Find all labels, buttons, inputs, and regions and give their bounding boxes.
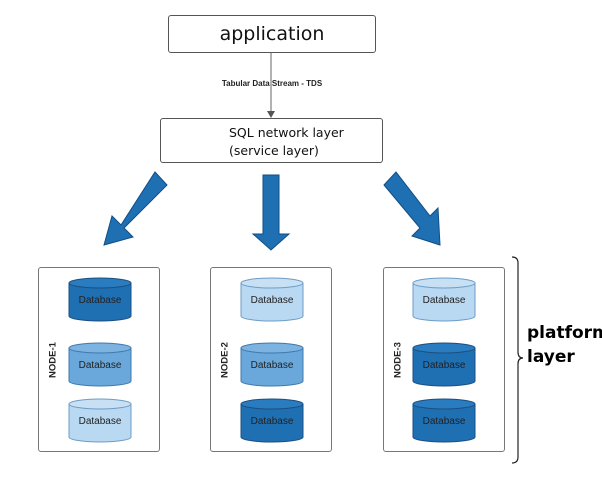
node-2-label: NODE-2 xyxy=(219,342,231,378)
database-cylinder: Database xyxy=(68,398,132,443)
database-cylinder-shape xyxy=(240,398,304,443)
database-label: Database xyxy=(78,360,122,371)
database-top xyxy=(68,342,132,354)
database-body xyxy=(240,404,304,443)
arrow-to-node-3 xyxy=(383,171,441,246)
sql-network-layer-box: SQL network layer (service layer) xyxy=(160,118,383,163)
database-cylinder-shape xyxy=(240,277,304,322)
database-cylinder: Database xyxy=(68,342,132,387)
node-2-box: NODE-2 Database Database Database xyxy=(210,267,332,452)
database-label: Database xyxy=(422,416,466,427)
platform-label-line2: layer xyxy=(527,347,575,367)
database-label: Database xyxy=(250,360,294,371)
node-3-label: NODE-3 xyxy=(392,342,404,378)
database-top xyxy=(68,398,132,410)
database-cylinder: Database xyxy=(68,277,132,322)
database-body xyxy=(412,404,476,443)
database-cylinder-shape xyxy=(412,277,476,322)
database-top xyxy=(240,342,304,354)
database-body xyxy=(412,348,476,387)
database-cylinder-shape xyxy=(412,342,476,387)
database-cylinder-shape xyxy=(68,277,132,322)
platform-layer-label: platform layer xyxy=(527,321,602,369)
database-cylinder-shape xyxy=(68,342,132,387)
database-label: Database xyxy=(78,295,122,306)
database-top xyxy=(240,277,304,289)
sql-layer-subtitle: (service layer) xyxy=(229,143,319,158)
database-label: Database xyxy=(250,295,294,306)
database-cylinder: Database xyxy=(240,342,304,387)
database-cylinder-shape xyxy=(240,342,304,387)
database-cylinder: Database xyxy=(240,277,304,322)
database-top xyxy=(412,342,476,354)
platform-label-line1: platform xyxy=(527,323,602,343)
database-body xyxy=(68,283,132,322)
node-1-label: NODE-1 xyxy=(47,342,59,378)
database-top xyxy=(412,277,476,289)
database-cylinder: Database xyxy=(412,342,476,387)
database-body xyxy=(68,348,132,387)
database-label: Database xyxy=(250,416,294,427)
database-cylinder: Database xyxy=(412,398,476,443)
application-label: application xyxy=(219,23,325,45)
database-label: Database xyxy=(422,295,466,306)
database-top xyxy=(412,398,476,410)
arrow-to-node-1 xyxy=(103,171,168,246)
database-body xyxy=(240,348,304,387)
application-box: application xyxy=(168,15,376,53)
platform-layer-bracket xyxy=(511,256,524,464)
node-1-box: NODE-1 Database Database Database xyxy=(38,267,160,452)
tds-connector-arrowhead xyxy=(267,111,275,118)
database-body xyxy=(412,283,476,322)
tds-protocol-label: Tabular Data Stream - TDS xyxy=(221,79,323,88)
database-label: Database xyxy=(78,416,122,427)
database-cylinder-shape xyxy=(68,398,132,443)
sql-layer-title: SQL network layer xyxy=(229,125,344,140)
database-top xyxy=(68,277,132,289)
database-cylinder-shape xyxy=(412,398,476,443)
database-label: Database xyxy=(422,360,466,371)
database-cylinder: Database xyxy=(412,277,476,322)
database-body xyxy=(68,404,132,443)
database-body xyxy=(240,283,304,322)
database-cylinder: Database xyxy=(240,398,304,443)
arrow-to-node-2 xyxy=(251,174,291,251)
node-3-box: NODE-3 Database Database Database xyxy=(383,267,505,452)
database-top xyxy=(240,398,304,410)
